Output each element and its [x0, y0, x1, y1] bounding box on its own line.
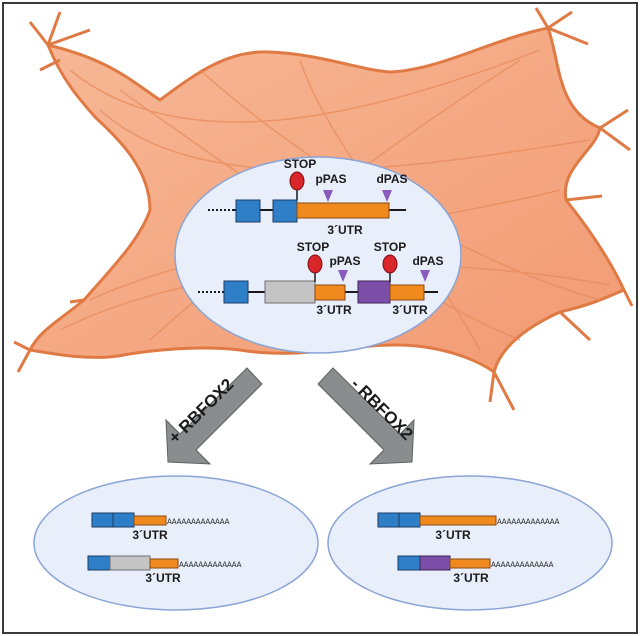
gene-2-utr-proximal — [314, 284, 346, 301]
gene-2-utr-distal-label: 3´UTR — [392, 303, 428, 317]
plus-t2-utr-label: 3´UTR — [145, 571, 181, 585]
gene-1-stop-label: STOP — [284, 157, 316, 171]
gene-2-stop1-label: STOP — [297, 240, 329, 254]
minus-t1-polya-tail: AAAAAAAAAAAAA — [497, 518, 560, 527]
gene-1-stop-sign-icon — [289, 171, 305, 191]
gene-2-exon-blue — [223, 280, 249, 304]
minus-t1-utr — [419, 515, 497, 526]
gene-2-stop2-label: STOP — [374, 240, 406, 254]
cell-protrusion-right — [565, 194, 634, 307]
plus-t1-utr — [133, 515, 167, 526]
arrow-right-arrow-icon — [317, 367, 415, 465]
gene-1-exon-2 — [272, 199, 298, 223]
gene-2-ppas-label: pPAS — [329, 254, 360, 268]
gene-1-ppas-triangle-down-icon — [323, 190, 333, 202]
gene-1-dpas-label: dPAS — [376, 172, 407, 186]
plus-t1-utr-label: 3´UTR — [132, 528, 168, 542]
nucleus: STOP pPAS dPAS 3´UTR STOP pPAS STOP — [174, 156, 462, 354]
arrow-left-arrow-icon — [165, 367, 263, 465]
plus-t2-polya-tail: AAAAAAAAAAAAA — [179, 561, 242, 570]
gene-2-stop2-stop-sign-icon — [382, 254, 398, 274]
plus-t1-exon-1 — [91, 512, 114, 528]
gene-2-exon-purple — [357, 280, 391, 304]
cell-protrusion-top-right — [534, 7, 631, 152]
gene-2-dpas-label: dPAS — [412, 254, 443, 268]
gene-2-ppas-triangle-down-icon — [338, 270, 348, 282]
minus-t2-exon-purple — [419, 555, 451, 571]
plus-t2-utr — [149, 558, 179, 569]
plus-t1-exon-2 — [112, 512, 135, 528]
plus-t2-exon-blue — [87, 555, 111, 571]
minus-t2-utr-label: 3´UTR — [453, 571, 489, 585]
product-ellipse-plus: AAAAAAAAAAAAA 3´UTR AAAAAAAAAAAAA 3´UTR — [33, 475, 319, 611]
plus-ellipse — [33, 475, 319, 611]
minus-t2-utr — [449, 558, 491, 569]
gene-1-utr — [296, 202, 390, 219]
cell-protrusion-bottom-left — [13, 298, 85, 373]
minus-t1-exon-1 — [377, 512, 400, 528]
minus-ellipse — [327, 475, 613, 611]
gene-2-utr-distal — [389, 284, 425, 301]
gene-1-exon-1 — [235, 199, 261, 223]
minus-t2-exon-blue — [397, 555, 421, 571]
plus-t1-polya-tail: AAAAAAAAAAAAA — [167, 518, 230, 527]
gene-2: STOP pPAS STOP dPAS 3´UTR 3´UTR — [198, 240, 444, 317]
gene-2-exon-grey — [264, 280, 316, 304]
gene-1-utr-label: 3´UTR — [327, 223, 363, 237]
gene-1-ppas-label: pPAS — [315, 172, 346, 186]
gene-2-dpas-triangle-down-icon — [420, 270, 430, 282]
product-ellipse-minus: AAAAAAAAAAAAA 3´UTR AAAAAAAAAAAAA 3´UTR — [327, 475, 613, 611]
gene-2-utr-proximal-label: 3´UTR — [316, 303, 352, 317]
gene-1: STOP pPAS dPAS 3´UTR — [208, 157, 408, 237]
plus-t2-exon-grey — [109, 555, 151, 571]
minus-t2-polya-tail: AAAAAAAAAAAAA — [491, 561, 554, 570]
gene-2-stop1-stop-sign-icon — [307, 254, 323, 274]
minus-t1-exon-2 — [398, 512, 421, 528]
cell-protrusion-top-left — [28, 11, 91, 72]
cell-protrusion-bottom-right — [488, 310, 592, 411]
gene-1-dpas-triangle-down-icon — [382, 190, 392, 202]
minus-t1-utr-label: 3´UTR — [435, 528, 471, 542]
